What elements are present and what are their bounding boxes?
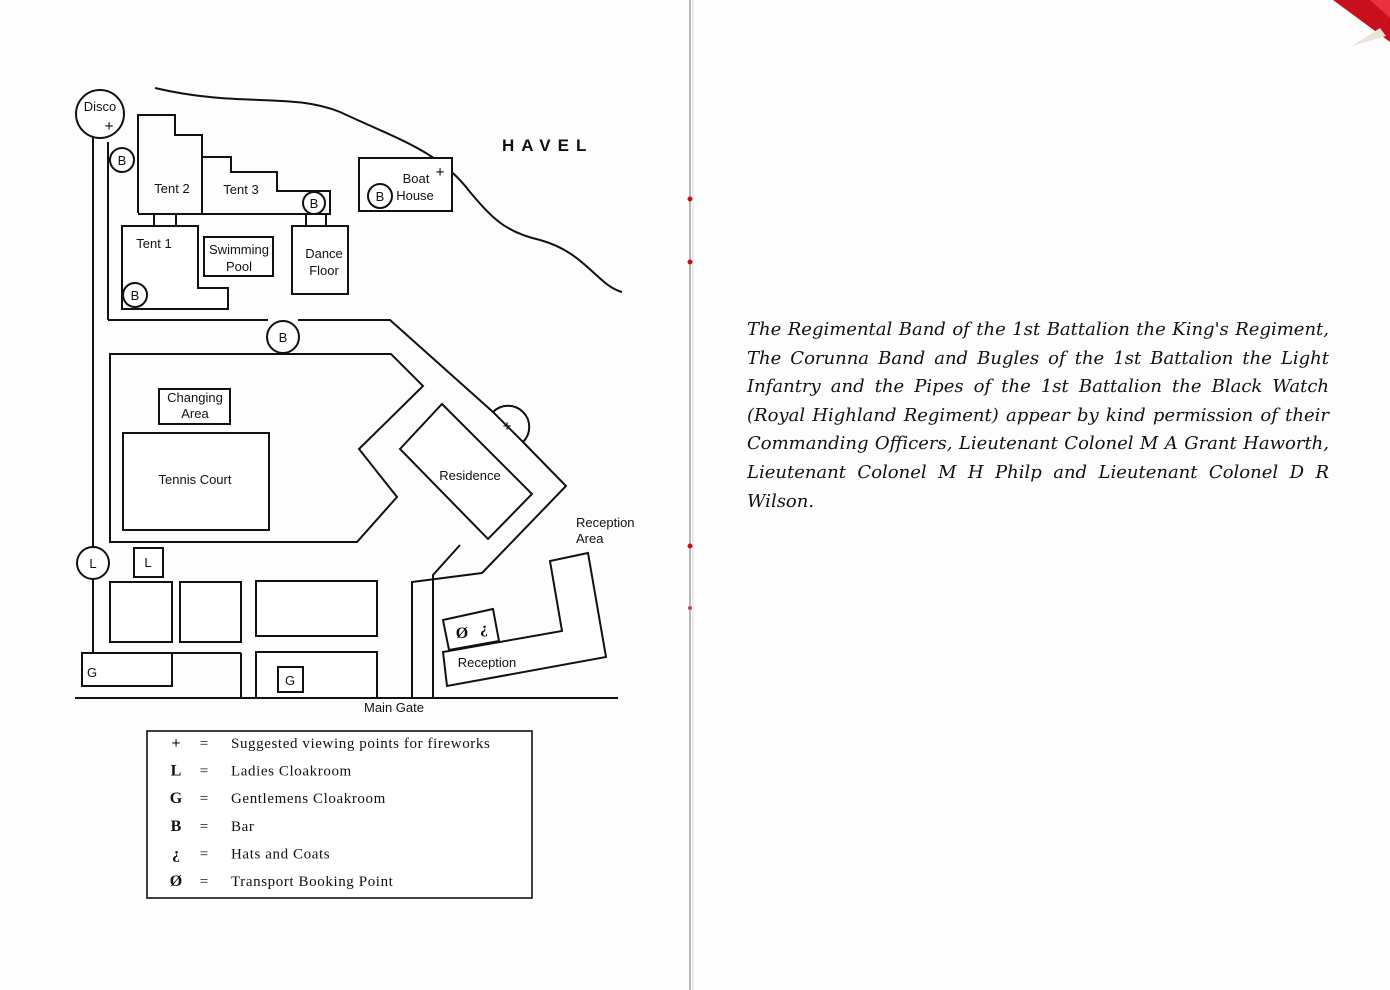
tennis-court-label: Tennis Court — [159, 472, 232, 487]
dance-floor-label: Dance — [305, 246, 343, 261]
fireworks-marker: + — [435, 164, 444, 181]
reception: Reception Ø ¿ — [441, 551, 608, 688]
cloak-and-transport-desk — [441, 607, 501, 652]
swimming-pool: Swimming Pool — [203, 236, 274, 277]
bar-marker: B — [131, 288, 140, 303]
residence: Residence — [398, 402, 534, 541]
legend-equals: = — [200, 819, 208, 835]
ladies-marker: L — [144, 555, 151, 570]
legend-symbol: L — [171, 763, 182, 780]
legend-symbol: G — [170, 790, 183, 807]
transport-marker: Ø — [456, 625, 468, 642]
binding-stitch — [688, 606, 692, 610]
connector — [305, 213, 327, 227]
legend-symbol: + — [171, 735, 180, 752]
legend-meaning: Gentlemens Cloakroom — [231, 791, 386, 807]
tent-2-label: Tent 2 — [154, 181, 189, 196]
gentlemen-marker: G — [87, 665, 97, 680]
main-gate-label: Main Gate — [364, 700, 424, 715]
bar-marker: B — [376, 189, 385, 204]
swimming-pool-label: Pool — [226, 259, 252, 274]
reception-area-label: Area — [576, 531, 604, 546]
ladies-markers: L L — [76, 546, 164, 580]
bar-marker: B — [118, 153, 127, 168]
legend-symbol: ¿ — [172, 845, 180, 862]
legend-equals: = — [200, 874, 208, 890]
legend-symbol: Ø — [170, 873, 182, 890]
legend-symbol: B — [171, 818, 182, 835]
dance-floor-label: Floor — [309, 263, 339, 278]
outbuildings — [81, 580, 378, 699]
gentlemen-markers: G G — [87, 665, 304, 693]
legend-meaning: Transport Booking Point — [231, 874, 394, 890]
disco-label: Disco — [84, 99, 117, 114]
tent-2: Tent 2 — [137, 114, 203, 213]
reception-area-label: Reception — [576, 515, 635, 530]
ribbon-corner — [1333, 0, 1390, 46]
reception-label: Reception — [458, 655, 517, 670]
binding-stitch — [687, 543, 693, 549]
river-bank — [154, 87, 623, 293]
changing-area-label: Area — [181, 406, 209, 421]
legend-equals: = — [200, 736, 208, 752]
tent-1: Tent 1 — [121, 225, 229, 310]
residence-label: Residence — [439, 468, 500, 483]
connector — [153, 213, 177, 227]
legend-meaning: Hats and Coats — [231, 846, 330, 862]
changing-area-label: Changing — [167, 390, 223, 405]
legend-box — [146, 730, 533, 899]
fireworks-marker: + — [104, 118, 113, 135]
gentlemens-cloakroom — [81, 652, 173, 687]
disco: Disco + — [75, 89, 125, 139]
fireworks-point: + — [491, 404, 531, 444]
hats-marker: ¿ — [480, 620, 488, 637]
bar-marker: B — [310, 196, 319, 211]
legend-meaning: Ladies Cloakroom — [231, 764, 352, 780]
boat-house-label: House — [396, 188, 434, 203]
credits-text: The Regimental Band of the 1st Battalion… — [747, 319, 1329, 512]
legend-equals: = — [200, 846, 208, 862]
binding-stitch — [687, 196, 693, 202]
binding-stitch — [687, 259, 693, 265]
legend-meaning: Bar — [231, 819, 254, 835]
legend-equals: = — [200, 791, 208, 807]
book-gutter — [687, 0, 694, 990]
boat-house-label: Boat — [403, 171, 430, 186]
legend: + = Suggested viewing points for fireworks… — [146, 730, 533, 899]
tennis-court: Tennis Court — [122, 432, 270, 531]
legend-equals: = — [200, 764, 208, 780]
ladies-marker: L — [89, 556, 96, 571]
bar-markers: B B B B B — [109, 147, 393, 354]
swimming-pool-label: Swimming — [209, 242, 269, 257]
tent-3-label: Tent 3 — [223, 182, 258, 197]
gentlemen-marker: G — [285, 673, 295, 688]
changing-area: Changing Area — [158, 388, 231, 425]
fireworks-marker: + — [502, 418, 511, 435]
river-label: HAVEL — [502, 136, 593, 155]
garden-area — [109, 353, 425, 543]
bar-marker: B — [279, 330, 288, 345]
legend-meaning: Suggested viewing points for fireworks — [231, 736, 490, 752]
dance-floor: Dance Floor — [291, 225, 349, 295]
tent-1-label: Tent 1 — [136, 236, 171, 251]
tent-3: Tent 3 — [138, 156, 331, 215]
